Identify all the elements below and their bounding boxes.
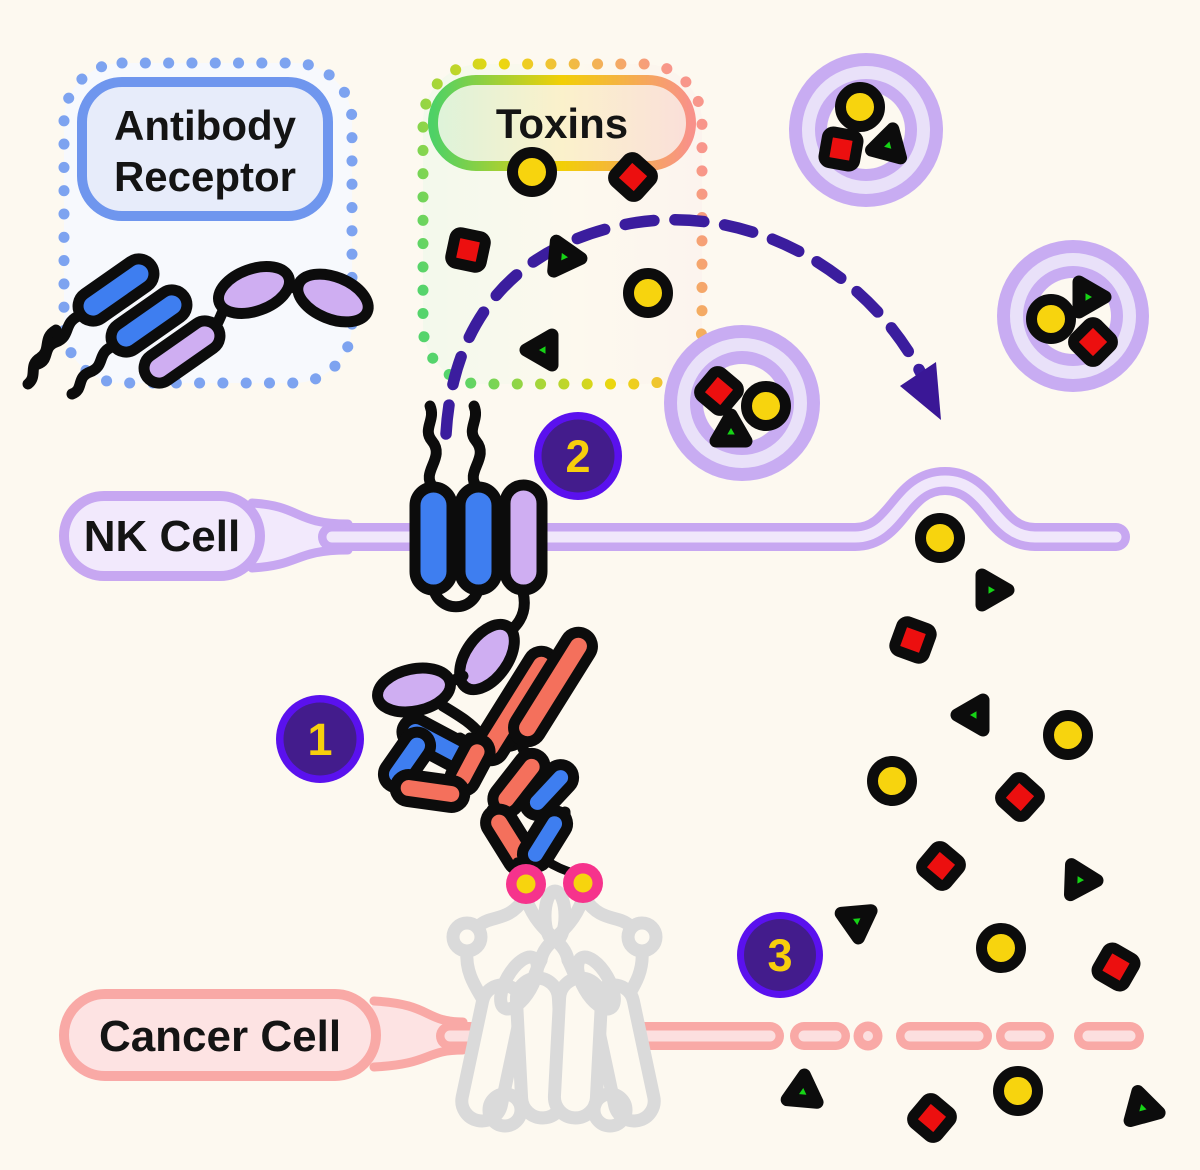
toxin-vesicle xyxy=(789,53,943,207)
red-toxin xyxy=(450,232,487,269)
receptor-illustration xyxy=(22,253,374,400)
yellow-toxin xyxy=(873,762,912,801)
cancer-cell-label: Cancer Cell xyxy=(99,1012,341,1061)
receptor-chain-domain xyxy=(372,662,456,718)
toxin-vesicle xyxy=(997,240,1149,392)
antigen-binding-site xyxy=(506,863,603,904)
toxins-label: Toxins xyxy=(496,100,628,147)
red-toxin xyxy=(998,775,1042,819)
green-toxin xyxy=(841,911,873,940)
yellow-toxin xyxy=(747,387,786,426)
nk-cell-label: NK Cell xyxy=(84,512,240,561)
receptor-tail-squiggle xyxy=(466,400,486,493)
antibody-receptor-label-line1: Antibody xyxy=(114,102,297,149)
red-toxin xyxy=(823,131,859,167)
step-2-number: 2 xyxy=(565,431,590,482)
nk-label-pill xyxy=(59,491,265,581)
receptor-pill-blue xyxy=(409,481,458,596)
antibody-receptor-label-line2: Receptor xyxy=(114,153,296,200)
step-badge-2: 2 xyxy=(534,412,622,500)
toxins-label-pill xyxy=(428,75,696,171)
red-toxin xyxy=(910,1096,954,1140)
antibody-receptor-complex xyxy=(372,400,603,904)
receptor-pill-blue xyxy=(454,481,503,596)
yellow-toxin xyxy=(982,929,1021,968)
yellow-toxin xyxy=(921,519,960,558)
green-toxin xyxy=(787,1074,819,1103)
step-badge-1: 1 xyxy=(276,695,364,783)
nk-label-taper xyxy=(250,502,345,569)
cancer-label-pill xyxy=(59,989,381,1081)
arrowhead xyxy=(900,362,941,420)
toxin-vesicle xyxy=(664,325,820,481)
yellow-toxin xyxy=(1032,300,1071,339)
cancer-membrane-fragments xyxy=(790,1021,1144,1051)
antibody-receptor-legend-box: Antibody Receptor xyxy=(22,57,374,400)
red-toxin xyxy=(919,844,963,888)
nk-cell: NK Cell xyxy=(59,466,1130,581)
yellow-toxin xyxy=(629,274,668,313)
antibody-receptor-label-pill xyxy=(77,77,333,221)
receptor-tail-squiggle xyxy=(66,340,120,400)
receptor-chain-domain xyxy=(454,618,520,696)
released-toxin-stream xyxy=(841,519,1137,989)
tumor-antigen-receptor xyxy=(446,884,663,1133)
step-badge-3: 3 xyxy=(737,912,823,998)
yellow-toxin xyxy=(513,153,552,192)
green-toxin xyxy=(1070,865,1097,896)
yellow-toxin xyxy=(1049,716,1088,755)
step-3-number: 3 xyxy=(767,930,792,981)
red-toxin xyxy=(893,620,933,660)
green-toxin xyxy=(957,700,983,730)
receptor-tail-squiggle xyxy=(422,400,442,493)
red-toxin xyxy=(1095,946,1137,988)
toxins-in-cancer-cell xyxy=(787,1072,1159,1140)
green-toxin xyxy=(982,575,1008,605)
receptor-pill-purple xyxy=(499,479,548,596)
vesicle-traffic-arrow xyxy=(440,214,941,440)
step-1-number: 1 xyxy=(307,714,332,765)
receptor-tail-squiggle xyxy=(32,309,87,370)
yellow-toxin xyxy=(841,88,880,127)
yellow-toxin xyxy=(999,1072,1038,1111)
green-toxin xyxy=(1123,1088,1159,1121)
